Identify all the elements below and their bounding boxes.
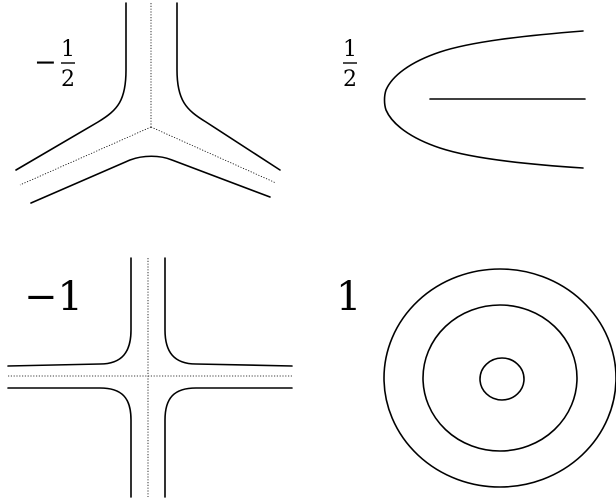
label-plus-one: 1 [336, 274, 361, 320]
panel-minus-one: −1 [8, 258, 292, 497]
panel-plus-one: 1 [336, 269, 616, 487]
cross-curve-bottom-left [8, 388, 131, 497]
cross-curve-bottom-right [165, 388, 292, 497]
label-plus-half-denominator: 2 [343, 67, 357, 92]
panel-plus-half: 1 2 [343, 31, 585, 168]
panel-minus-half: − 1 2 [16, 3, 280, 203]
circle-middle [423, 305, 577, 451]
label-plus-half-numerator: 1 [343, 37, 357, 62]
cross-curve-top-right [165, 258, 292, 366]
label-minus-half-sign: − [34, 47, 57, 78]
label-minus-half-numerator: 1 [61, 37, 75, 62]
circle-inner [480, 358, 524, 400]
label-plus-half: 1 2 [343, 37, 357, 92]
label-minus-one: −1 [24, 274, 83, 320]
label-minus-half-denominator: 2 [61, 67, 75, 92]
circle-outer [384, 269, 616, 487]
tripod-curve-lower [31, 156, 270, 203]
tripod-curve-upper-right [177, 3, 280, 170]
label-minus-half: − 1 2 [34, 37, 75, 92]
